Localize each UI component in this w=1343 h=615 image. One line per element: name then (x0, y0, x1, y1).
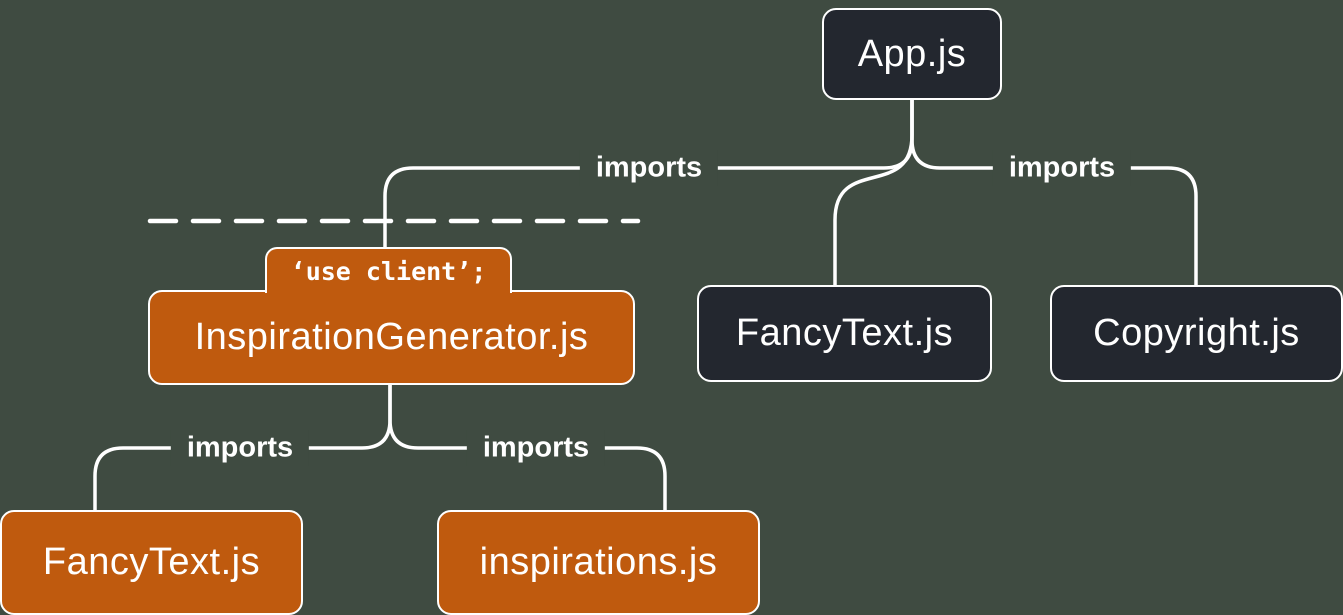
node-copyright-js: Copyright.js (1050, 285, 1343, 382)
edge-label-app-imports-generator: imports (579, 149, 719, 187)
node-inspiration-generator-js: InspirationGenerator.js (148, 290, 635, 385)
node-fancy-text-js-client-label: FancyText.js (42, 541, 261, 583)
node-copyright-js-label: Copyright.js (1093, 312, 1300, 354)
node-inspirations-js-label: inspirations.js (479, 541, 718, 583)
edge-label-generator-imports-inspirations: imports (466, 429, 606, 467)
use-client-directive-badge: ‘use client’; (265, 247, 512, 293)
use-client-directive-text: ‘use client’; (290, 256, 487, 286)
node-app-js-label: App.js (857, 32, 967, 75)
edge-app-to-copyright (910, 98, 1198, 289)
node-app-js: App.js (822, 8, 1002, 100)
node-fancy-text-js-server-label: FancyText.js (735, 312, 954, 354)
node-fancy-text-js-client: FancyText.js (0, 510, 303, 615)
node-fancy-text-js-server: FancyText.js (697, 285, 992, 382)
edge-label-generator-imports-fancytext: imports (170, 429, 310, 467)
edge-label-app-imports-copyright: imports (992, 149, 1132, 187)
edge-app-to-fancy-text (833, 98, 914, 289)
node-inspiration-generator-js-label: InspirationGenerator.js (194, 316, 589, 358)
node-inspirations-js: inspirations.js (437, 510, 760, 615)
